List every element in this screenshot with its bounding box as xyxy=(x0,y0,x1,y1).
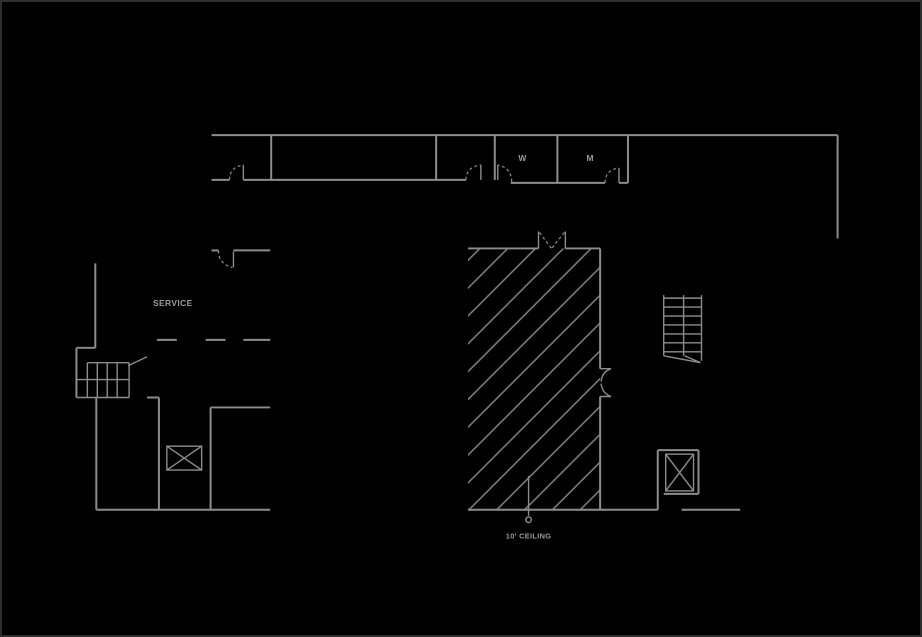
vestibule-door xyxy=(497,164,513,182)
restroom-w-door xyxy=(465,164,482,180)
right-elevator xyxy=(656,449,741,511)
ceiling-leader xyxy=(525,476,533,524)
elevator-x-icon xyxy=(166,445,203,471)
ceiling-note-label: 10' CEILING xyxy=(506,532,552,541)
corridor-door xyxy=(228,164,245,180)
double-door xyxy=(537,231,567,249)
restroom-w-label: W xyxy=(518,153,526,163)
restroom-m-label: M xyxy=(586,153,593,163)
shaft-hatch-area xyxy=(467,231,658,511)
lower-left-walls xyxy=(95,396,271,511)
top-band-walls xyxy=(211,134,839,239)
top-band-doors xyxy=(228,164,620,183)
service-area-walls xyxy=(75,249,271,398)
double-acting-door xyxy=(600,367,612,398)
leader-dot-icon xyxy=(525,516,533,524)
restroom-m-door xyxy=(604,167,620,183)
right-stair xyxy=(663,295,703,364)
left-stair xyxy=(76,356,148,399)
service-label: SERVICE xyxy=(153,298,193,308)
elevator-x-icon xyxy=(665,453,695,492)
left-elevator xyxy=(166,445,203,471)
